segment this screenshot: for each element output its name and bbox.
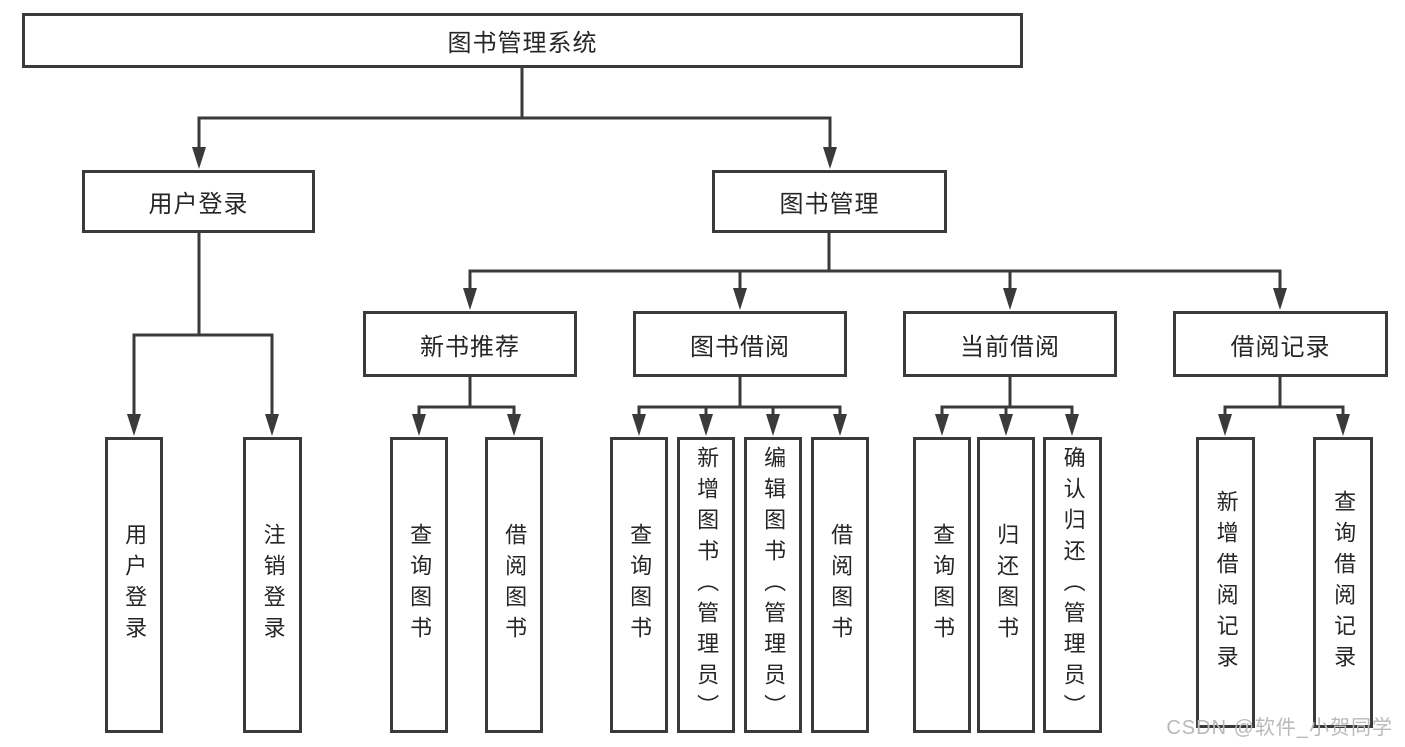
node-user-login: 用户登录 bbox=[82, 170, 315, 233]
node-label: 新增借阅记录 bbox=[1213, 489, 1239, 676]
node-label: 注销登录 bbox=[260, 523, 286, 647]
node-label: 归还图书 bbox=[994, 523, 1020, 647]
node-label: 编辑图书（管理员） bbox=[761, 445, 787, 725]
node-library-system: 图书管理系统 bbox=[22, 13, 1023, 68]
leaf-user-login: 用户登录 bbox=[105, 437, 163, 733]
node-label: 借阅记录 bbox=[1230, 333, 1331, 361]
leaf-confirm-return-admin: 确认归还（管理员） bbox=[1043, 437, 1102, 733]
node-label: 查询图书 bbox=[627, 523, 653, 647]
node-book-management: 图书管理 bbox=[712, 170, 947, 233]
leaf-borrow-books-recommend: 借阅图书 bbox=[485, 437, 543, 733]
leaf-add-book-admin: 新增图书（管理员） bbox=[677, 437, 735, 733]
leaf-query-borrow-record: 查询借阅记录 bbox=[1313, 437, 1373, 728]
leaf-edit-book-admin: 编辑图书（管理员） bbox=[744, 437, 802, 733]
node-label: 查询图书 bbox=[407, 523, 433, 647]
node-label: 用户登录 bbox=[122, 523, 148, 647]
leaf-return-book: 归还图书 bbox=[977, 437, 1035, 733]
node-label: 借阅图书 bbox=[828, 523, 854, 647]
leaf-borrow-books: 借阅图书 bbox=[811, 437, 869, 733]
node-label: 图书管理 bbox=[779, 191, 880, 218]
leaf-query-books-current: 查询图书 bbox=[913, 437, 971, 733]
node-label: 查询借阅记录 bbox=[1331, 489, 1357, 676]
leaf-query-books-borrow: 查询图书 bbox=[610, 437, 668, 733]
node-label: 用户登录 bbox=[148, 191, 249, 218]
leaf-query-books-recommend: 查询图书 bbox=[390, 437, 448, 733]
node-book-borrowing: 图书借阅 bbox=[633, 311, 847, 377]
node-label: 当前借阅 bbox=[960, 333, 1060, 361]
leaf-logout: 注销登录 bbox=[243, 437, 302, 733]
leaf-add-borrow-record: 新增借阅记录 bbox=[1196, 437, 1255, 728]
node-label: 确认归还（管理员） bbox=[1060, 445, 1086, 725]
node-new-book-recommendation: 新书推荐 bbox=[363, 311, 577, 377]
node-label: 图书管理系统 bbox=[447, 30, 598, 57]
node-borrowing-records: 借阅记录 bbox=[1173, 311, 1388, 377]
watermark-text: CSDN @软件_小贺同学 bbox=[1166, 717, 1393, 739]
node-label: 查询图书 bbox=[930, 523, 956, 647]
node-label: 图书借阅 bbox=[690, 333, 790, 361]
node-label: 借阅图书 bbox=[502, 523, 528, 647]
node-label: 新增图书（管理员） bbox=[694, 445, 720, 725]
node-current-borrowing: 当前借阅 bbox=[903, 311, 1117, 377]
node-label: 新书推荐 bbox=[420, 333, 520, 361]
